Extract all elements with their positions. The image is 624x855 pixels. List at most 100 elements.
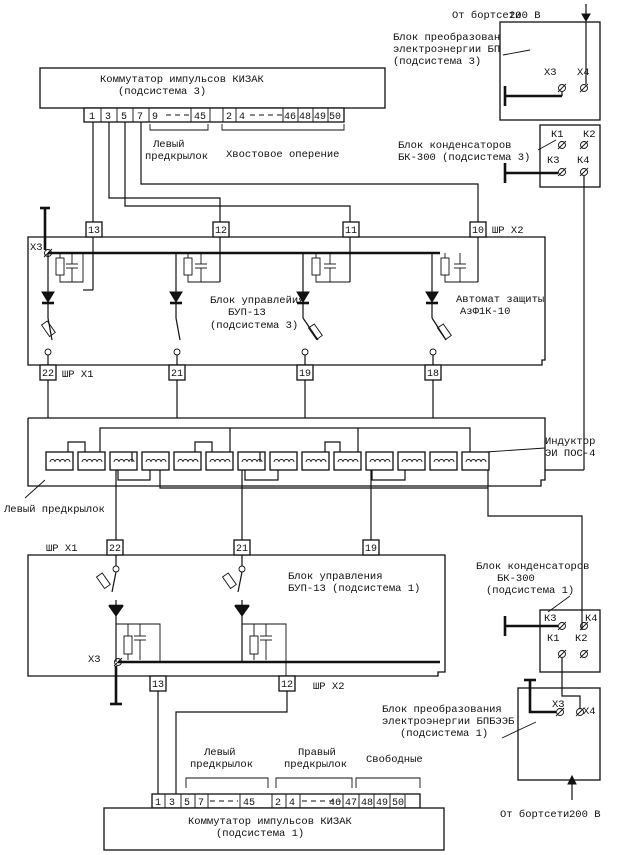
inductor-coil-icon <box>141 451 170 471</box>
inductor-coil-icon <box>397 451 426 471</box>
bottom-cap-term-k1: К1 <box>547 633 560 645</box>
bottom-capacitor-title-2: БК-300 <box>497 573 535 585</box>
top-capacitor-box <box>539 124 601 188</box>
top-pin-49: 49 <box>314 112 326 123</box>
bottom-capacitor-title-3: (подсистема 1) <box>486 585 574 597</box>
lower-control-block: ШР X1 22 21 19 X3 Блок управлен <box>27 539 446 706</box>
lower-block-title-1: Блок управления <box>288 571 383 583</box>
inductor-coil-icon <box>365 451 394 471</box>
lower-connector-x2: ШР X2 <box>313 681 345 693</box>
upper-block-title-3: (подсистема 3) <box>210 320 298 332</box>
bottom-capacitor-box <box>539 609 601 673</box>
top-pin-7: 7 <box>137 112 143 123</box>
upper-control-block: 13 12 11 10 ШР X2 X3 <box>27 206 546 381</box>
inductor-coil-icon <box>269 451 298 471</box>
upper-block-title-2: БУП-13 <box>228 307 266 319</box>
bottom-converter-box <box>517 687 601 781</box>
bottom-group-right-2: предкрылок <box>284 759 347 771</box>
bottom-cap-term-k3: К3 <box>544 613 557 625</box>
inductor-block: Индуктор ЭИ ПОС-4 Левый предкрылок <box>3 417 595 516</box>
top-converter-title-2: электроэнергии БПБЭЗБ <box>393 44 526 56</box>
top-group-left-1: Левый <box>152 139 185 151</box>
top-voltage-label: 200 В <box>509 10 541 22</box>
inductor-left-label: Левый предкрылок <box>3 504 105 516</box>
top-pin-3: 3 <box>105 112 111 123</box>
bottom-pin-50: 50 <box>392 798 404 809</box>
bottom-converter-title-2: электроэнергии БПБЭЭБ <box>382 716 515 728</box>
inductor-coil-icon <box>45 451 74 471</box>
top-cap-term-k2: К2 <box>583 129 596 141</box>
top-capacitor-title-1: Блок конденсаторов <box>398 140 511 152</box>
bottom-pin-45: 45 <box>243 798 255 809</box>
upper-bottom-pin-19: 19 <box>299 369 311 380</box>
inductor-coil-icon <box>173 451 202 471</box>
inductor-to-lower-wires <box>115 470 583 610</box>
inductor-coil-icon <box>301 451 330 471</box>
bottom-converter-title-1: Блок преобразования <box>382 703 502 716</box>
top-converter-title-3: (подсистема 3) <box>393 56 481 68</box>
lower-top-pin-19: 19 <box>365 544 377 555</box>
lower-connector-x1: ШР X1 <box>46 543 78 555</box>
inductor-coil-icon <box>461 451 490 471</box>
upper-top-pin-11: 11 <box>345 226 357 237</box>
lower-bottom-pin-12: 12 <box>281 680 293 691</box>
upper-x3-label: X3 <box>30 242 43 254</box>
bottom-pin-2: 2 <box>275 798 281 809</box>
bottom-commutator-title-2: (подсистема 1) <box>216 828 304 840</box>
top-power-supply: От бортсети 200 В Блок преобразования эл… <box>393 4 601 471</box>
top-pin-48: 48 <box>299 112 311 123</box>
inductor-coil-icon <box>205 451 234 471</box>
inductor-coil-icon <box>429 451 458 471</box>
top-pin-46: 46 <box>284 112 296 123</box>
lower-top-pin-21: 21 <box>236 544 248 555</box>
inductor-title-1: Индуктор <box>545 436 595 448</box>
inductor-coil-icon <box>333 451 362 471</box>
upper-top-pin-13: 13 <box>88 226 100 237</box>
top-pin-1: 1 <box>89 112 95 123</box>
top-group-left-2: предкрылок <box>145 151 208 163</box>
top-group-tail: Хвостовое оперение <box>226 149 339 161</box>
lower-bottom-pin-13: 13 <box>152 680 164 691</box>
top-commutator: Коммутатор импульсов КИЗАК (подсистема 3… <box>39 67 386 163</box>
top-pin-45: 45 <box>194 112 206 123</box>
bottom-capacitor-title-1: Блок конденсаторов <box>476 561 589 573</box>
inductor-coil-icon <box>77 451 106 471</box>
bottom-commutator-box <box>103 807 445 851</box>
bottom-group-left-1: Левый <box>203 747 236 759</box>
top-pin-2: 2 <box>226 112 232 123</box>
top-commutator-title-2: (подсистема 3) <box>118 86 206 98</box>
bottom-voltage-label: 200 В <box>569 809 601 821</box>
upper-bottom-pin-21: 21 <box>171 369 183 380</box>
bottom-power-supply: Блок конденсаторов БК-300 (подсистема 1)… <box>382 561 601 821</box>
upper-breaker-title-2: АзФ1К-10 <box>460 306 510 318</box>
bottom-pin-48: 48 <box>361 798 373 809</box>
bottom-group-right-1: Правый <box>298 747 336 759</box>
top-converter-title-1: Блок преобразования <box>393 31 513 44</box>
bottom-pin-7: 7 <box>198 798 204 809</box>
bottom-converter-term-x3: X3 <box>552 699 565 711</box>
lower-to-commutator-wires <box>157 691 288 796</box>
lower-block-title-2: БУП-13 (подсистема 1) <box>288 583 420 595</box>
top-commutator-box <box>39 67 386 109</box>
top-cap-term-k1: К1 <box>551 129 564 141</box>
upper-bottom-pin-22: 22 <box>42 369 54 380</box>
bottom-pin-5: 5 <box>184 798 190 809</box>
bottom-pin-49: 49 <box>376 798 388 809</box>
top-capacitor-title-2: БК-300 (подсистема 3) <box>398 152 530 164</box>
inductor-coil-icon <box>237 451 266 471</box>
top-commutator-wires <box>92 122 479 222</box>
top-pin-4: 4 <box>239 112 245 123</box>
top-converter-box <box>499 21 601 121</box>
top-pin-50: 50 <box>329 112 341 123</box>
bottom-converter-title-3: (подсистема 1) <box>400 728 488 740</box>
bottom-group-free: Свободные <box>366 753 423 766</box>
upper-bottom-pin-18: 18 <box>427 369 439 380</box>
upper-connector-x2: ШР X2 <box>492 225 524 237</box>
bottom-converter-term-x4: X4 <box>583 706 596 718</box>
bottom-pin-1: 1 <box>155 798 161 809</box>
upper-breaker-title-1: Автомат защиты <box>456 294 544 306</box>
upper-channel-3 <box>296 237 351 368</box>
top-commutator-title-1: Коммутатор импульсов КИЗАК <box>100 74 265 86</box>
lower-x3-label: X3 <box>88 654 101 666</box>
top-cap-term-k3: К3 <box>547 155 560 167</box>
